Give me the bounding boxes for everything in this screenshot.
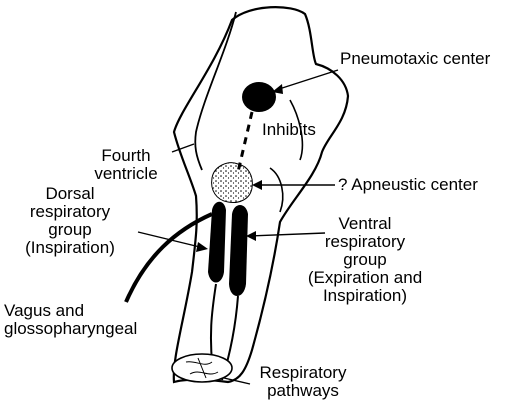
ventral-group-line-4: (Expiration and (290, 269, 440, 287)
apneustic-center-label: ? Apneustic center (338, 176, 478, 194)
dorsal-group-label: Dorsal respiratory group (Inspiration) (8, 185, 132, 257)
dorsal-group-line-2: respiratory (8, 203, 132, 221)
ventral-group-line-5: Inspiration) (290, 287, 440, 305)
ventral-group-label: Ventral respiratory group (Expiration an… (290, 215, 440, 305)
dorsal-group-arrowhead (196, 242, 208, 252)
fourth-ventricle-line-2: ventricle (78, 165, 174, 183)
pneumotaxic-leader (276, 70, 338, 90)
fourth-ventricle-label: Fourth ventricle (78, 147, 174, 183)
dorsal-group-leader (138, 232, 204, 248)
pneumotaxic-center-shape (242, 82, 276, 112)
ventral-group-line-3: group (290, 251, 440, 269)
respiratory-pathways-line-2: pathways (250, 382, 356, 400)
fourth-ventricle-line-1: Fourth (78, 147, 174, 165)
apneustic-center-shape (212, 163, 253, 203)
vagus-label: Vagus and glossopharyngeal (4, 302, 137, 338)
respiratory-pathways-label: Respiratory pathways (250, 364, 356, 400)
dorsal-group-line-3: group (8, 221, 132, 239)
vagus-line-2: glossopharyngeal (4, 320, 137, 338)
pons-contour-lower (270, 168, 283, 212)
vagus-line-1: Vagus and (4, 302, 137, 320)
brainstem-outline (174, 7, 348, 382)
inhibits-dashed-line (238, 112, 252, 172)
dorsal-group-line-4: (Inspiration) (8, 239, 132, 257)
apneustic-arrowhead (252, 180, 262, 190)
dorsal-group-line-1: Dorsal (8, 185, 132, 203)
ventral-group-line-1: Ventral (290, 215, 440, 233)
fourth-ventricle-leader (172, 144, 194, 152)
respiratory-pathways-line-1: Respiratory (250, 364, 356, 382)
vagus-glossopharyngeal-nerve (126, 214, 212, 302)
inhibits-label: Inhibits (262, 121, 316, 139)
ventral-respiratory-group-shape (229, 205, 248, 296)
pneumotaxic-center-label: Pneumotaxic center (340, 50, 490, 68)
ventral-group-line-2: respiratory (290, 233, 440, 251)
ventral-group-arrowhead (246, 231, 256, 241)
fourth-ventricle-contour (195, 12, 236, 170)
